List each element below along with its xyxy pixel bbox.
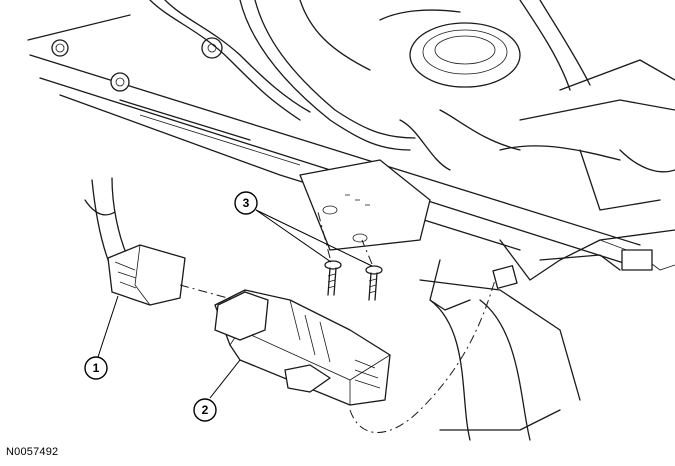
control-module	[214, 289, 391, 406]
figure-id-label: N0057492	[6, 446, 59, 458]
bolt-right	[365, 265, 383, 301]
callout-1-label: 1	[93, 361, 100, 375]
callout-3: 3	[234, 191, 373, 267]
mounting-bolts	[324, 260, 383, 301]
callout-2: 2	[193, 359, 241, 422]
callout-3-label: 3	[243, 196, 250, 210]
electrical-connector	[84, 177, 186, 306]
callout-2-label: 2	[202, 403, 209, 417]
callout-1: 1	[84, 295, 119, 380]
vehicle-structure	[27, 0, 675, 441]
assembly-lines	[179, 211, 496, 433]
bolt-left	[324, 260, 342, 296]
